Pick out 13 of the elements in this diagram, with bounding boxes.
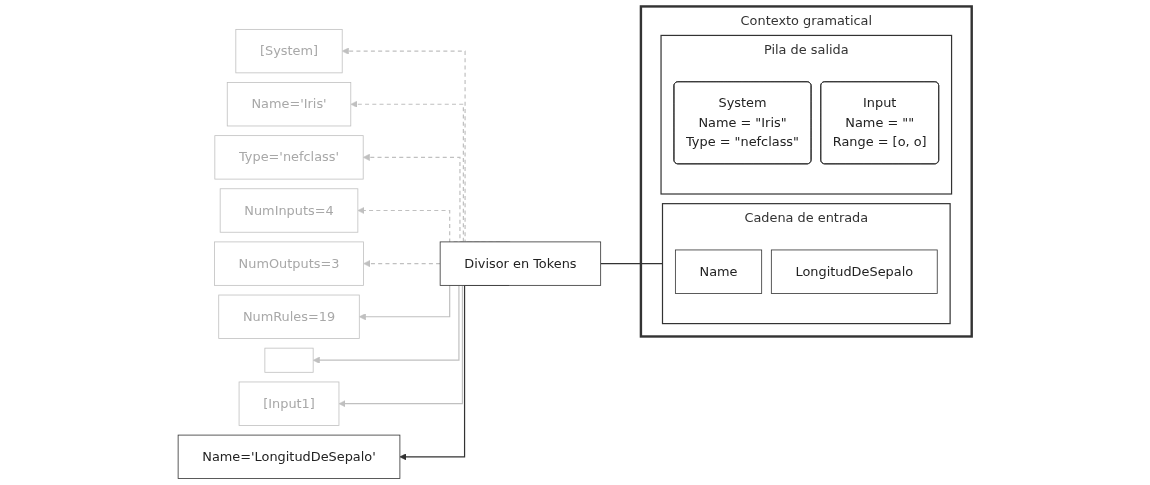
node-box: NumOutputs=3 xyxy=(214,241,365,286)
node-box: Name='Iris' xyxy=(226,82,352,127)
node-box: Name xyxy=(675,249,763,294)
node-box: NumInputs=4 xyxy=(219,188,359,233)
node-box: LongitudDeSepalo xyxy=(771,249,938,294)
node-box: Type='nefclass' xyxy=(214,135,364,180)
node-box: [System] xyxy=(235,29,343,74)
node-box xyxy=(264,347,314,373)
arrow xyxy=(363,260,441,268)
node-box: Name='LongitudDeSepalo' xyxy=(177,434,401,479)
node-box: Divisor en Tokens xyxy=(439,241,602,286)
node-box: [Input1] xyxy=(238,381,340,426)
node-box: NumRules=19 xyxy=(218,294,360,339)
